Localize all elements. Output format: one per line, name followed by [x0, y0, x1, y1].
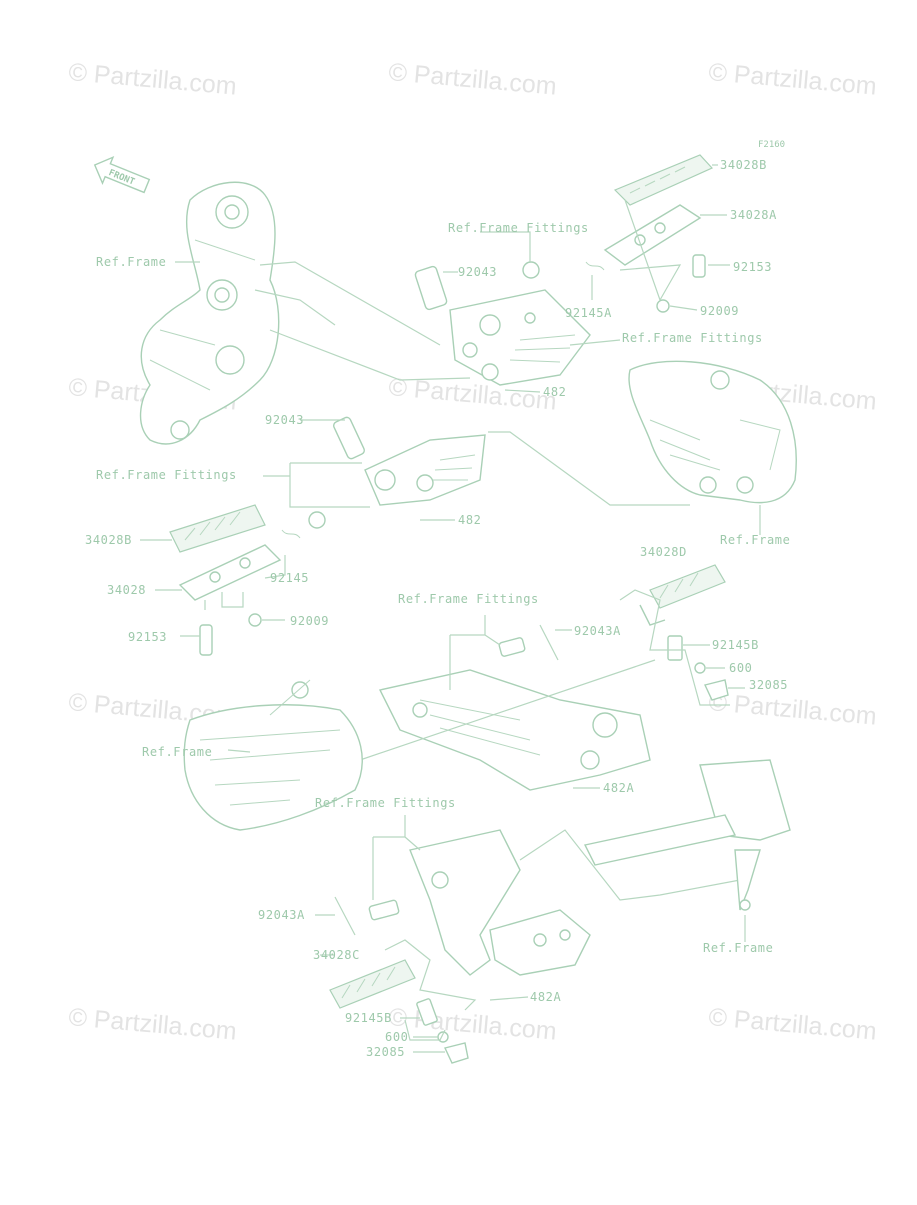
label-600: 600: [385, 1030, 408, 1044]
label-ref-frame-fittings: Ref.Frame Fittings: [622, 331, 763, 345]
bolt-lower: [368, 899, 400, 921]
label-34028A: 34028A: [730, 208, 777, 222]
label-32085: 32085: [749, 678, 788, 692]
label-ref-frame: Ref.Frame: [142, 745, 212, 759]
label-92145: 92145: [270, 571, 309, 585]
label-92009: 92009: [290, 614, 329, 628]
watermark: © Partzilla.com: [67, 58, 237, 101]
watermark: © Partzilla.com: [67, 1003, 237, 1046]
label-92043A: 92043A: [574, 624, 621, 638]
bracket-mid-left: [364, 434, 486, 506]
front-arrow-icon: FRONT: [93, 155, 151, 194]
pin-92043-mid: [333, 416, 365, 460]
bolt-center: [498, 637, 526, 657]
clip-32085-lower: [444, 1042, 469, 1064]
footpeg-lower: [329, 959, 416, 1009]
frame-lower-left: [183, 679, 363, 831]
pin-92043-top: [414, 265, 448, 311]
bracket-upper: [449, 289, 591, 386]
spring-92145b: [667, 635, 683, 661]
bolt-92153-top: [692, 254, 706, 278]
footpeg-upper-right: [603, 154, 714, 266]
label-92043A: 92043A: [258, 908, 305, 922]
label-32085: 32085: [366, 1045, 405, 1059]
label-482A: 482A: [530, 990, 561, 1004]
bolt-92153-left: [199, 624, 213, 656]
footpeg-right-lower: [639, 564, 726, 626]
watermark: © Partzilla.com: [707, 688, 877, 731]
spring-92145b-lower: [416, 998, 438, 1026]
label-92043: 92043: [458, 265, 497, 279]
label-482: 482: [458, 513, 481, 527]
watermark: © Partzilla.com: [387, 58, 557, 101]
label-34028B: 34028B: [85, 533, 132, 547]
label-92153: 92153: [733, 260, 772, 274]
clip-32085: [704, 679, 729, 701]
label-600: 600: [729, 661, 752, 675]
frame-upper-left: [139, 181, 280, 445]
label-ref-frame-fittings: Ref.Frame Fittings: [398, 592, 539, 606]
washer-600: [694, 662, 706, 674]
washer-92009-left: [248, 613, 262, 627]
label-34028D: 34028D: [640, 545, 687, 559]
watermark: © Partzilla.com: [707, 1003, 877, 1046]
label-92153: 92153: [128, 630, 167, 644]
label-ref-frame: Ref.Frame: [96, 255, 166, 269]
label-482A: 482A: [603, 781, 634, 795]
spring-92145a: [585, 261, 605, 271]
callout-labels: 34028B 34028A 92153 92009 Ref.Frame Fitt…: [85, 158, 790, 1059]
washer-92009-top: [656, 299, 670, 313]
label-34028: 34028: [107, 583, 146, 597]
frame-right-lower: [583, 759, 791, 911]
label-ref-frame-fittings: Ref.Frame Fittings: [448, 221, 589, 235]
label-92145A: 92145A: [565, 306, 612, 320]
bracket-lower: [409, 829, 591, 976]
label-ref-frame: Ref.Frame: [703, 941, 773, 955]
label-92043: 92043: [265, 413, 304, 427]
spring-92145: [281, 529, 301, 539]
label-34028B: 34028B: [720, 158, 767, 172]
label-482: 482: [543, 385, 566, 399]
frame-right: [628, 360, 797, 504]
label-92145B: 92145B: [345, 1011, 392, 1025]
watermark: © Partzilla.com: [707, 58, 877, 101]
label-ref-frame-fittings: Ref.Frame Fittings: [96, 468, 237, 482]
label-ref-frame: Ref.Frame: [720, 533, 790, 547]
bracket-center: [378, 669, 651, 791]
bolt-head-mid: [308, 511, 326, 529]
label-34028C: 34028C: [313, 948, 360, 962]
label-ref-frame-fittings: Ref.Frame Fittings: [315, 796, 456, 810]
diagram-code: F2160: [758, 140, 785, 150]
bolt-head: [522, 261, 540, 279]
label-92009: 92009: [700, 304, 739, 318]
watermark: © Partzilla.com: [387, 1003, 557, 1046]
footpeg-left: [169, 504, 282, 601]
label-92145B: 92145B: [712, 638, 759, 652]
